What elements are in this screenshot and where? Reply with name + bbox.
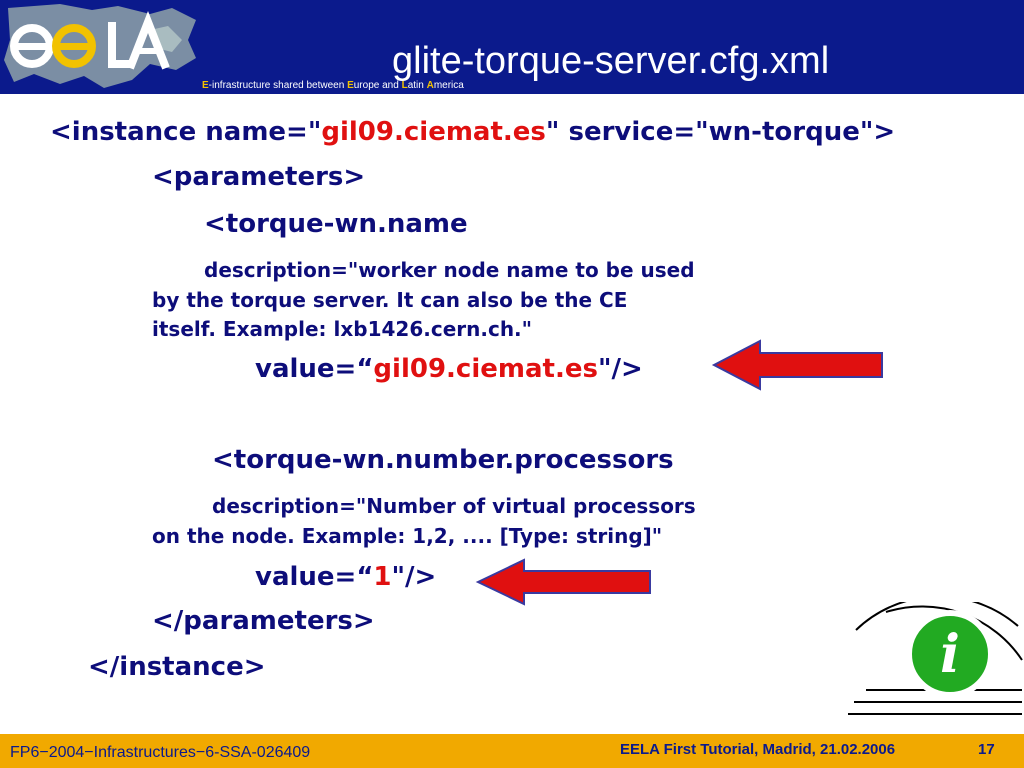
param1-description-line2: by the torque server. It can also be the… <box>152 288 628 312</box>
tagline-e2: E <box>347 80 354 91</box>
tagline-l: L <box>401 80 408 91</box>
eela-logo-icon <box>10 11 170 70</box>
param2-value-prefix: value=“ <box>255 562 374 592</box>
slide-title: glite-torque-server.cfg.xml <box>392 40 830 82</box>
param1-description-line1: description="worker node name to be used <box>204 258 695 282</box>
param1-tag: <torque-wn.name <box>204 209 468 239</box>
header-divider <box>0 94 1024 96</box>
tagline-text2: urope and <box>353 80 402 91</box>
param1-value-suffix: "/> <box>597 354 643 384</box>
param2-tag: <torque-wn.number.processors <box>212 445 674 475</box>
parameters-close-tag: </parameters> <box>152 606 375 636</box>
tagline-text1: -infrastructure shared between <box>208 80 348 91</box>
instance-open-suffix: " service="wn-torque"> <box>545 117 896 147</box>
footer-project-id: FP6−2004−Infrastructures−6-SSA-026409 <box>10 744 311 761</box>
instance-close-tag: </instance> <box>88 652 266 682</box>
page-number: 17 <box>978 741 995 758</box>
left-arrow-icon <box>711 339 883 391</box>
tagline-e1: E <box>202 80 209 91</box>
left-arrow-icon <box>475 558 651 606</box>
param2-value-suffix: "/> <box>391 562 437 592</box>
param2-description-line1: description="Number of virtual processor… <box>212 494 696 518</box>
footer-event: EELA First Tutorial, Madrid, 21.02.2006 <box>620 741 896 758</box>
param2-description-line2: on the node. Example: 1,2, .... [Type: s… <box>152 524 663 548</box>
param2-value-line: value=“1"/> <box>255 564 436 590</box>
header-tagline: E-infrastructure shared between Europe a… <box>202 80 464 91</box>
param1-description-line3: itself. Example: lxb1426.cern.ch." <box>152 317 533 341</box>
tagline-text3: atin <box>407 80 427 91</box>
instance-open-prefix: <instance name=" <box>50 117 322 147</box>
tagline-a: A <box>426 80 434 91</box>
param2-value: 1 <box>373 562 392 592</box>
param1-value-prefix: value=“ <box>255 354 374 384</box>
instance-name-value: gil09.ciemat.es <box>321 117 546 147</box>
info-icon: i <box>848 602 1023 715</box>
info-glyph: i <box>940 624 960 685</box>
instance-open-line: <instance name="gil09.ciemat.es" service… <box>50 119 895 145</box>
footer-bar: FP6−2004−Infrastructures−6-SSA-026409 EE… <box>0 734 1024 768</box>
tagline-text4: merica <box>433 80 464 91</box>
parameters-open-tag: <parameters> <box>152 162 366 192</box>
header-banner: E-infrastructure shared between Europe a… <box>0 0 1024 96</box>
param1-value: gil09.ciemat.es <box>373 354 598 384</box>
param1-value-line: value=“gil09.ciemat.es"/> <box>255 356 643 382</box>
